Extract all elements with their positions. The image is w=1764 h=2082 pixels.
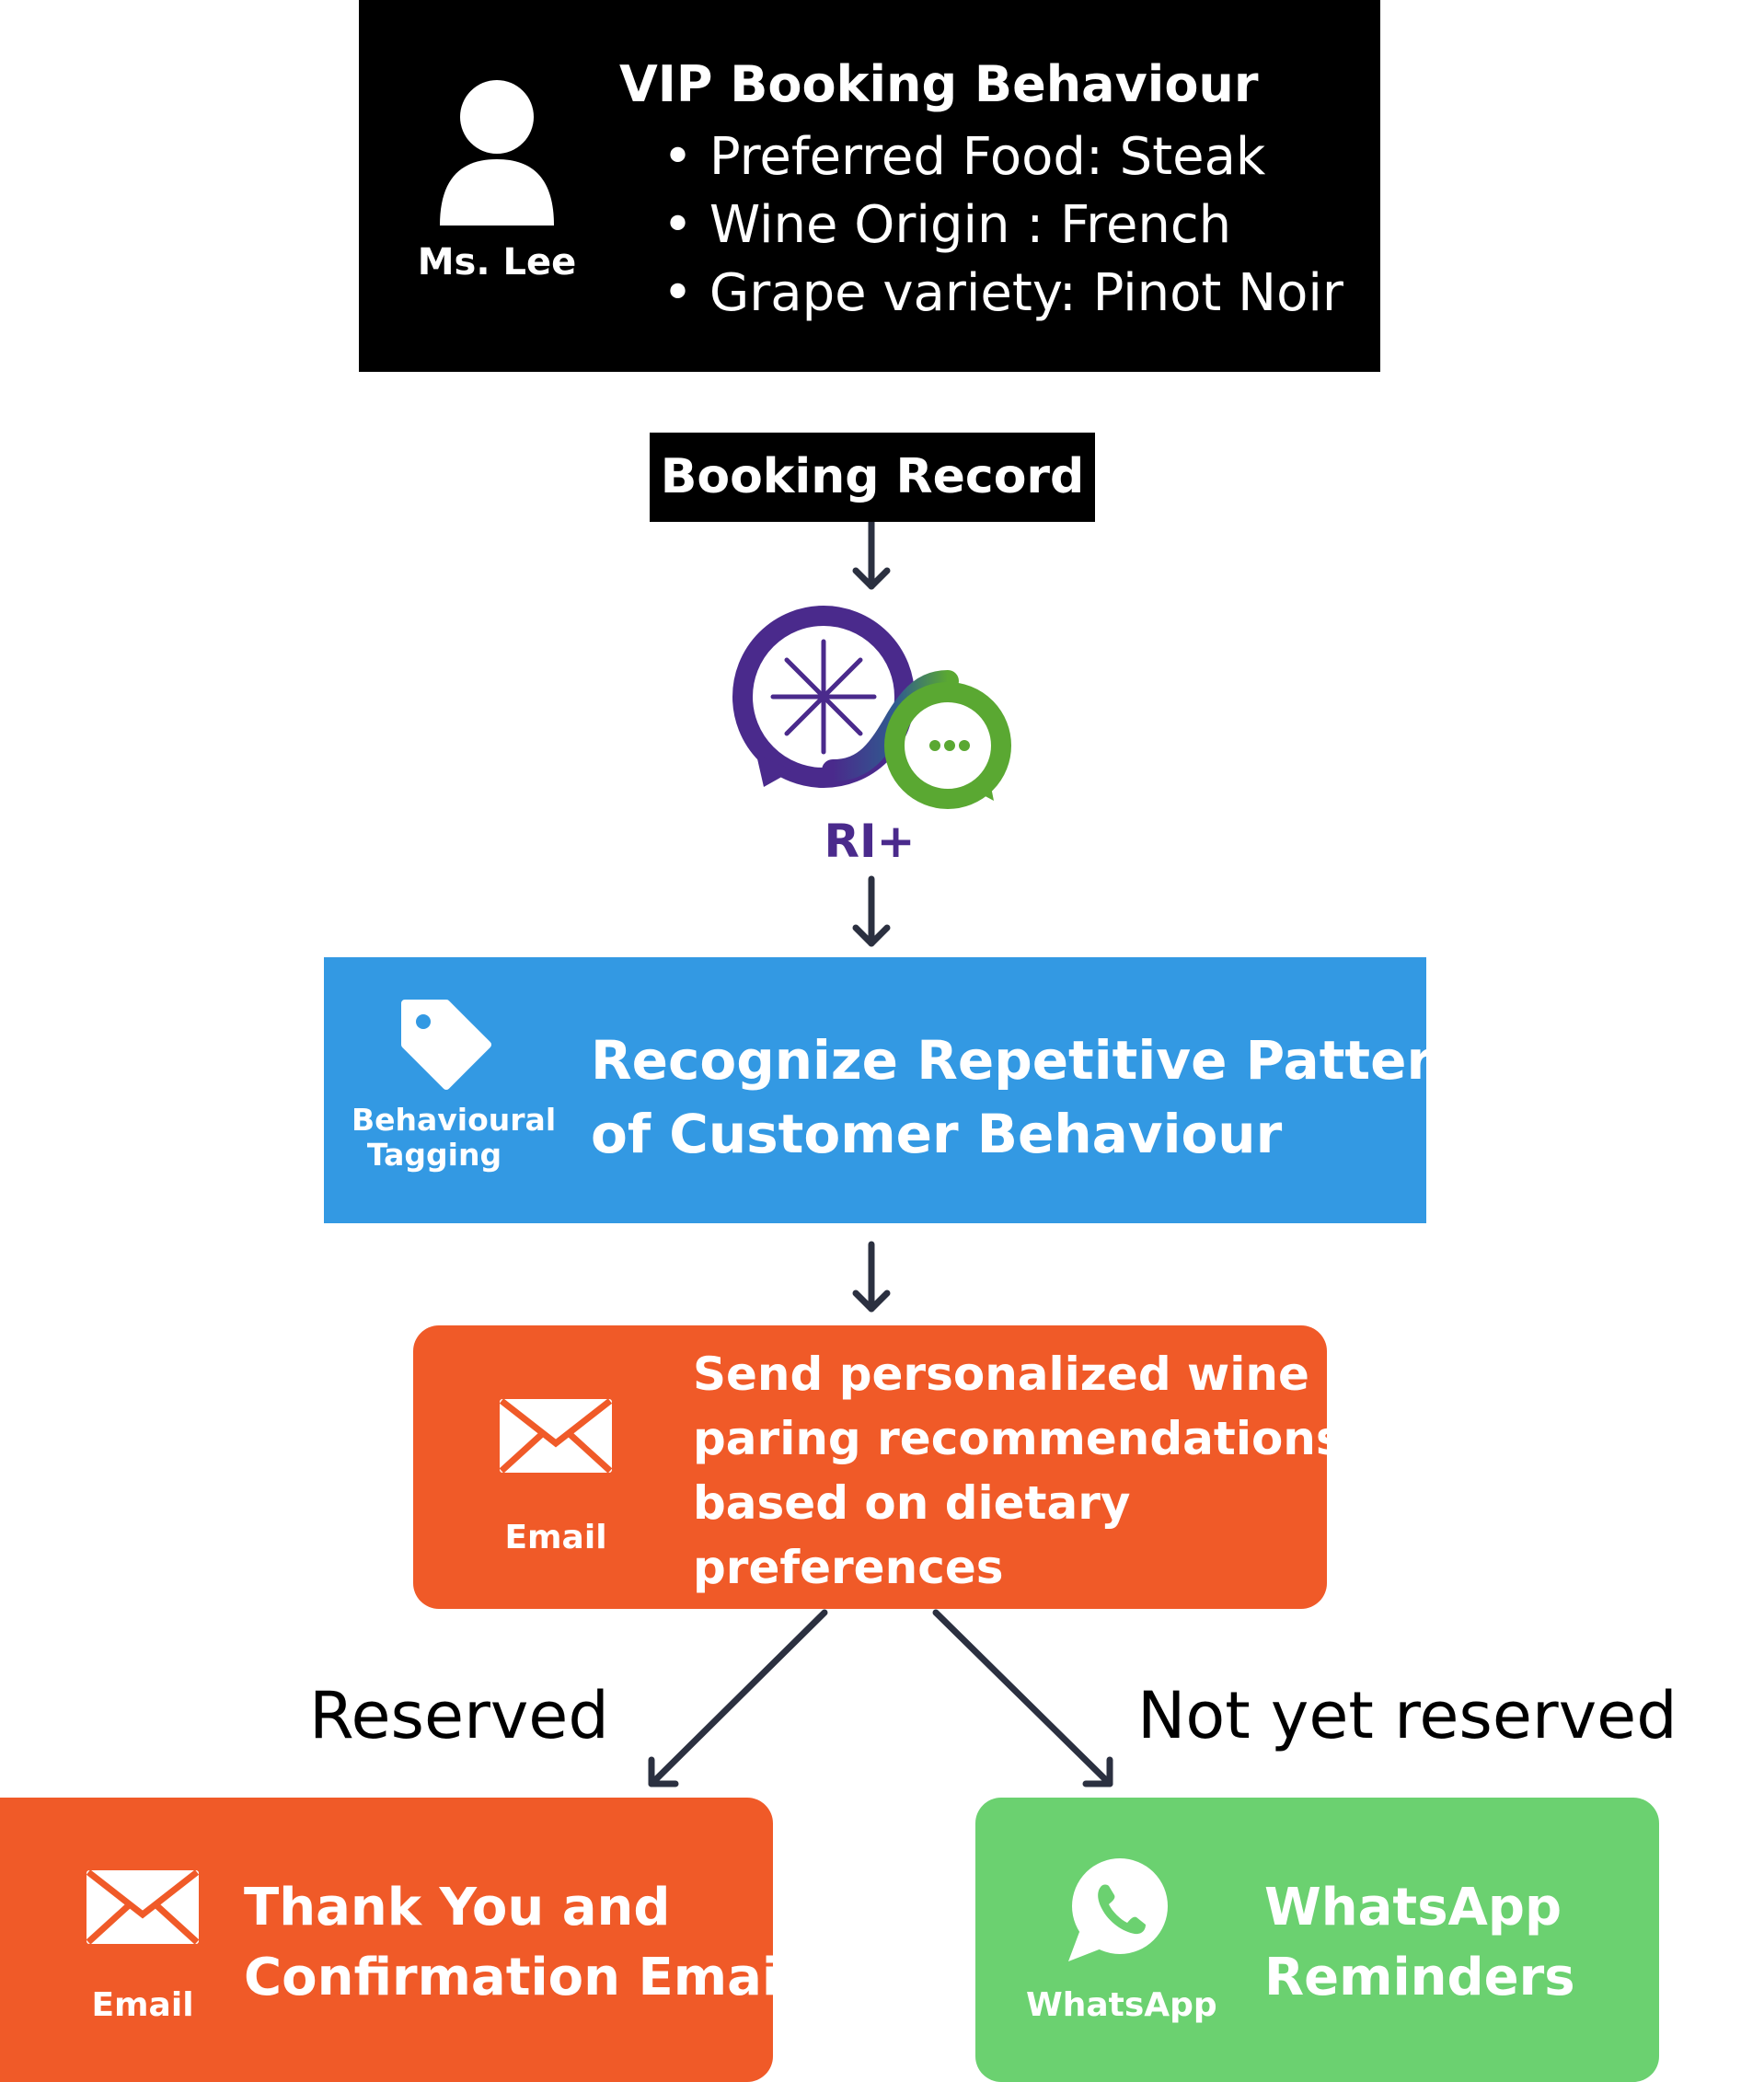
email-step-box: Email Send personalized wine paring reco… <box>413 1325 1343 1609</box>
arrow-record-to-logo <box>852 518 891 590</box>
whatsapp-icon-label: WhatsApp <box>1026 1986 1217 2024</box>
branch-label-reserved: Reserved <box>309 1678 609 1753</box>
arrow-to-reserved <box>648 1609 828 1787</box>
tagging-text-line1: Recognize Repetitive Patterns <box>591 1029 1503 1092</box>
ri-logo-text: RI+ <box>824 815 916 868</box>
whatsapp-text-line1: WhatsApp <box>1264 1878 1562 1937</box>
booking-record-label: Booking Record <box>650 433 1095 522</box>
vip-box: Ms. Lee VIP Booking Behaviour • Preferre… <box>359 0 1380 372</box>
tagging-box: Behavioural Tagging Recognize Repetitive… <box>324 957 1503 1223</box>
confirmation-email-box: Email Thank You and Confirmation Email <box>0 1798 797 2082</box>
vip-list: • Preferred Food: Steak • Wine Origin : … <box>663 123 1343 328</box>
customer-name: Ms. Lee <box>417 241 577 283</box>
arrow-logo-to-tagging <box>852 875 891 947</box>
email-step-icon-label: Email <box>504 1519 607 1556</box>
confirmation-text-line1: Thank You and <box>244 1878 671 1937</box>
confirmation-icon-label: Email <box>91 1986 194 2024</box>
user-icon <box>440 80 554 226</box>
email-icon <box>499 1398 613 1474</box>
email-icon <box>86 1869 200 1945</box>
tag-icon <box>401 1000 491 1090</box>
arrow-to-not-reserved <box>932 1609 1113 1787</box>
vip-title: VIP Booking Behaviour <box>619 55 1259 113</box>
email-step-text: Send personalized wine paring recommenda… <box>693 1348 1343 1594</box>
branch-label-not-reserved: Not yet reserved <box>1137 1678 1678 1753</box>
whatsapp-reminders-box: WhatsApp WhatsApp Reminders <box>975 1798 1659 2082</box>
vip-item-food: • Preferred Food: Steak <box>663 127 1266 187</box>
arrow-tagging-to-email <box>852 1241 891 1313</box>
confirmation-text-line2: Confirmation Email <box>244 1948 798 2007</box>
whatsapp-text-line2: Reminders <box>1264 1948 1575 2007</box>
ri-plus-logo <box>732 606 1011 809</box>
tagging-icon-label: Behavioural Tagging <box>352 1102 557 1173</box>
vip-item-grape: • Grape variety: Pinot Noir <box>663 263 1343 323</box>
tagging-text-line2: of Customer Behaviour <box>591 1103 1283 1165</box>
vip-item-origin: • Wine Origin : French <box>663 195 1232 255</box>
whatsapp-icon <box>1068 1858 1168 1961</box>
